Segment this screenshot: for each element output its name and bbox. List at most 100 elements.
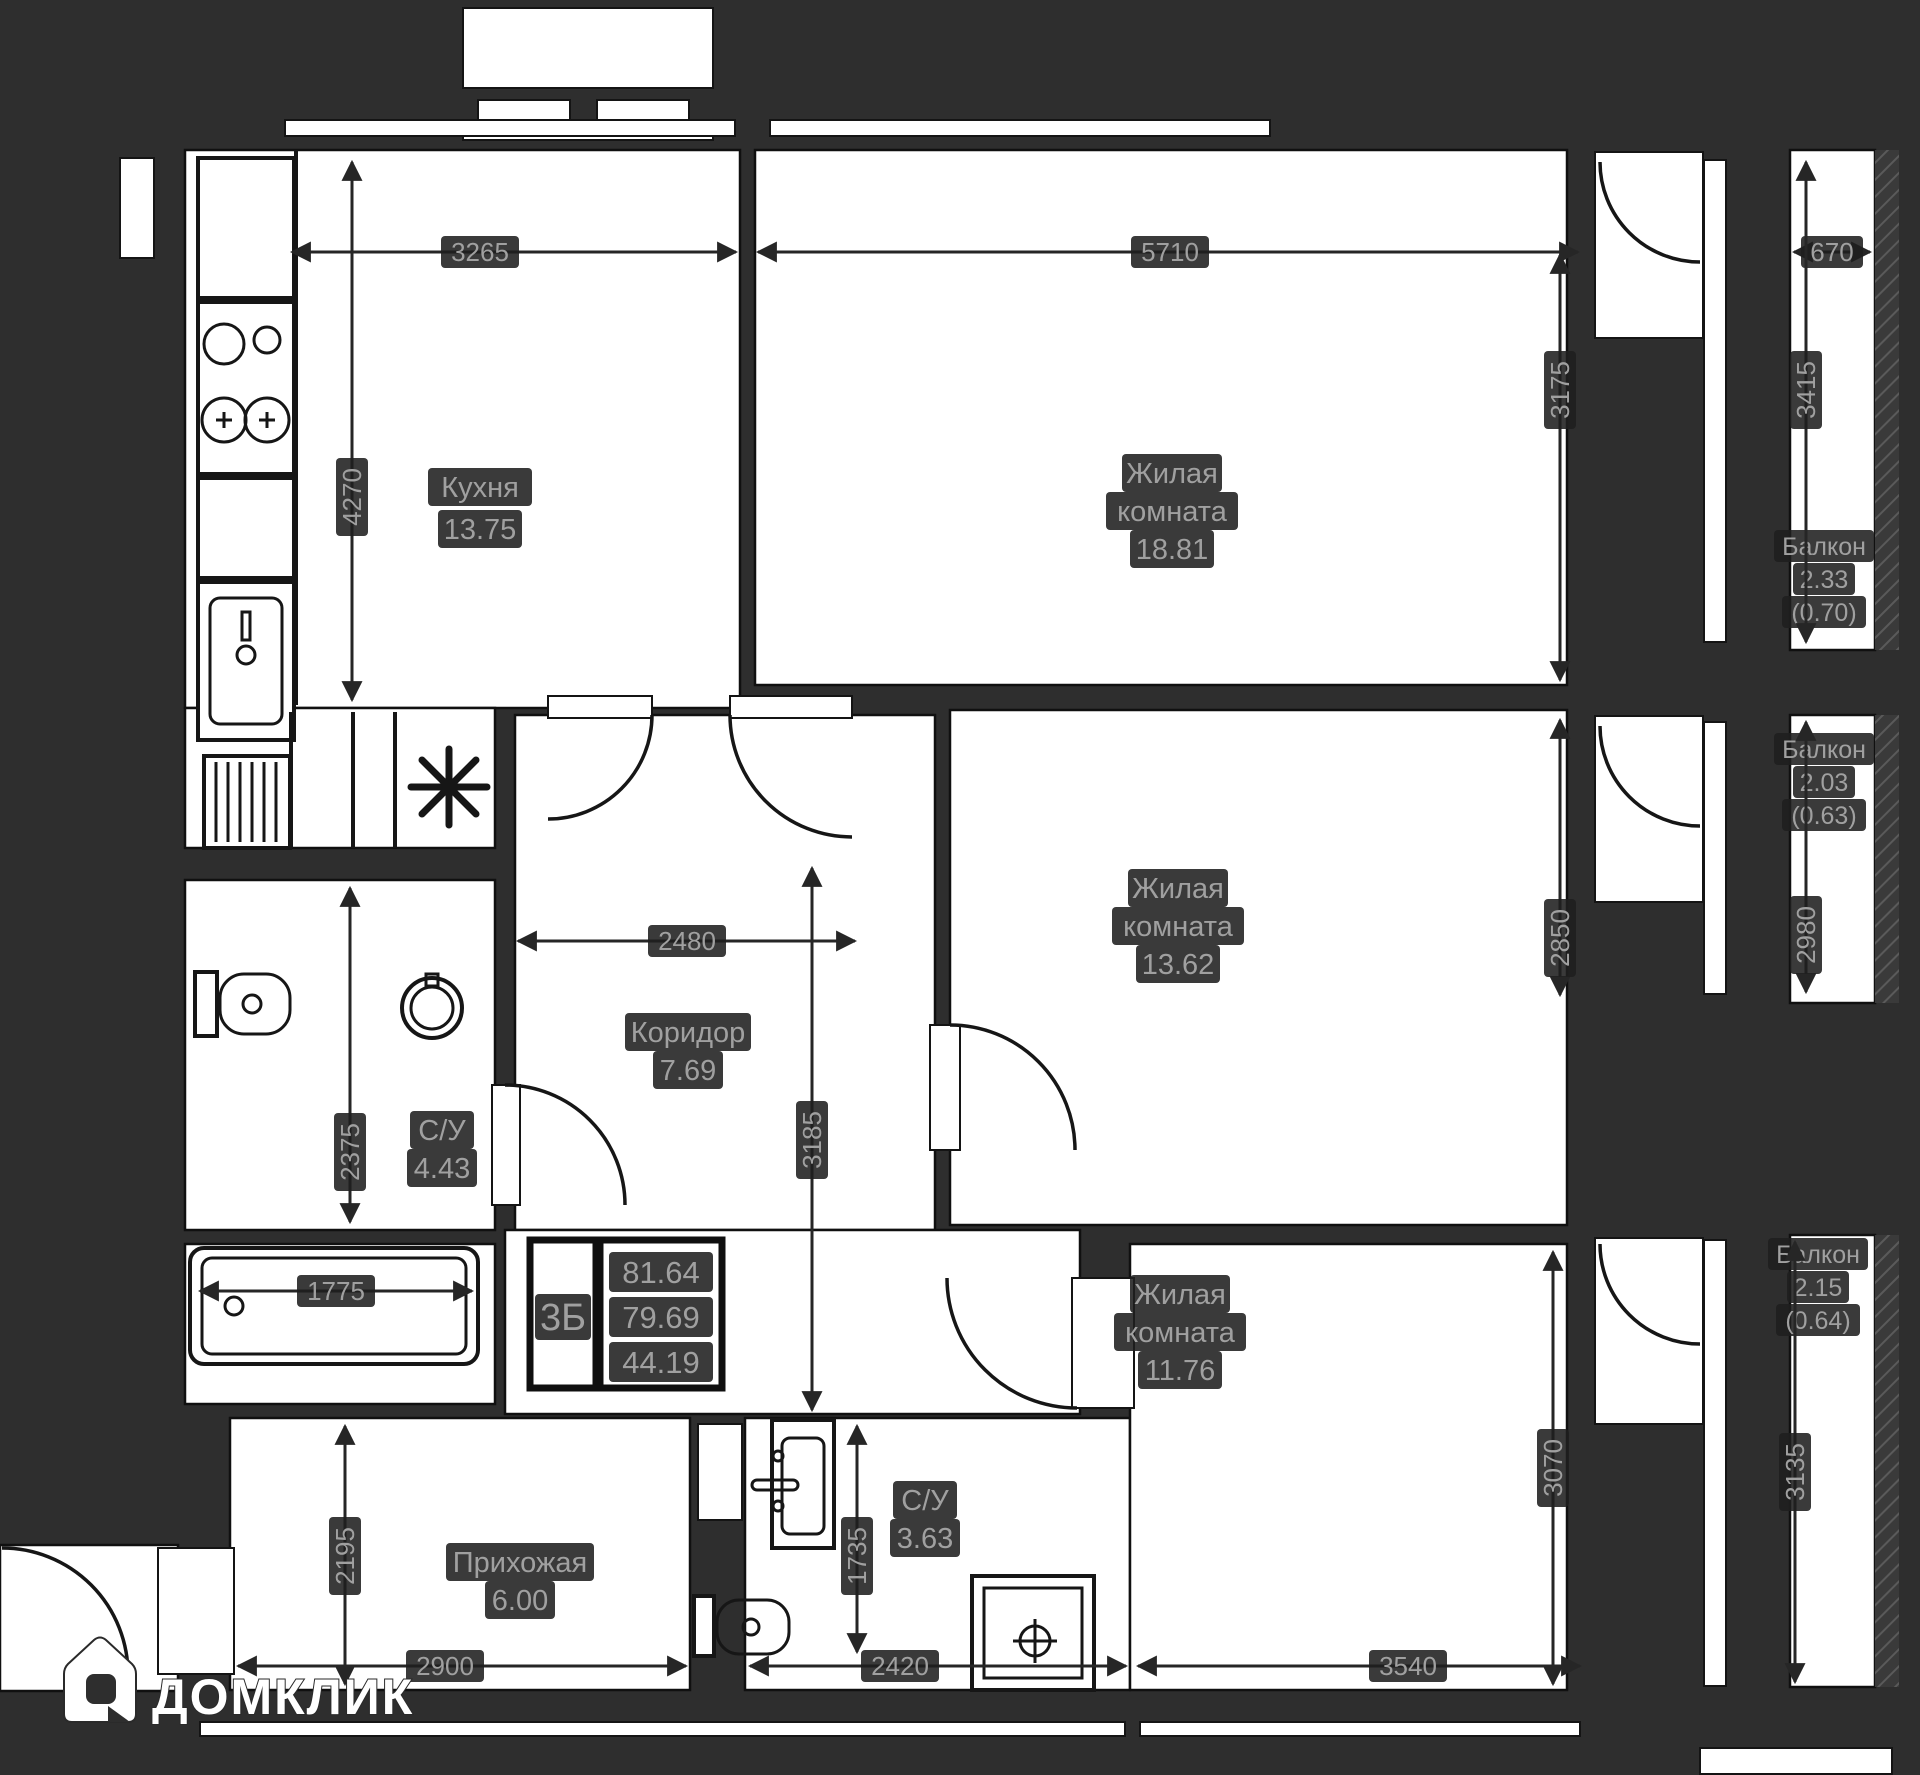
room-living-top-floor bbox=[753, 148, 1569, 687]
door-opening-kitchen bbox=[547, 695, 653, 719]
door-opening-entrance bbox=[157, 1547, 235, 1675]
door-arc bbox=[728, 714, 853, 839]
stamp-value-living: 44.19 bbox=[622, 1345, 700, 1380]
balcony-3-outer-wall bbox=[1875, 1235, 1899, 1687]
utility-cells bbox=[289, 712, 397, 848]
svg-text:3175: 3175 bbox=[1545, 361, 1575, 419]
dimension-2850: 2850 bbox=[1544, 717, 1576, 998]
svg-text:3540: 3540 bbox=[1379, 1651, 1437, 1681]
toilet-icon bbox=[692, 1594, 791, 1658]
door-arc bbox=[1598, 725, 1701, 828]
svg-text:комната: комната bbox=[1125, 1317, 1236, 1349]
door-opening-living-middle bbox=[929, 1024, 961, 1151]
door-arc bbox=[504, 1083, 627, 1206]
svg-text:2375: 2375 bbox=[335, 1123, 365, 1181]
svg-text:Коридор: Коридор bbox=[631, 1017, 746, 1049]
room-label-kitchen: Кухня 13.75 bbox=[428, 468, 532, 548]
door-arc bbox=[949, 1023, 1077, 1151]
svg-text:2420: 2420 bbox=[871, 1651, 929, 1681]
room-label-bathroom-1: С/У 4.43 bbox=[407, 1111, 477, 1187]
stamp-value-area: 79.69 bbox=[622, 1300, 700, 1335]
window-bottom-2 bbox=[1139, 1721, 1581, 1737]
toilet-icon bbox=[193, 970, 292, 1038]
svg-text:13.75: 13.75 bbox=[444, 514, 517, 546]
ventilation-icon bbox=[407, 745, 491, 829]
room-living-middle-floor bbox=[948, 708, 1569, 1227]
domclick-logo-text: ДОМКЛИК bbox=[152, 1669, 414, 1725]
dimension-3415: 3415 bbox=[1790, 159, 1822, 645]
domclick-house-icon bbox=[63, 1636, 137, 1723]
door-opening-living-top bbox=[729, 695, 853, 719]
svg-text:3265: 3265 bbox=[451, 237, 509, 267]
dimension-1775: 1775 bbox=[197, 1275, 475, 1307]
domclick-logo: ДОМКЛИК bbox=[63, 1636, 414, 1726]
wall-niche bbox=[119, 157, 155, 259]
dimension-4270: 4270 bbox=[336, 159, 368, 703]
dimension-2980: 2980 bbox=[1790, 719, 1822, 995]
svg-text:670: 670 bbox=[1810, 237, 1853, 267]
dimension-3135: 3135 bbox=[1779, 1239, 1811, 1685]
dimension-5710: 5710 bbox=[755, 236, 1581, 268]
svg-text:3070: 3070 bbox=[1538, 1439, 1568, 1497]
door-arc bbox=[1598, 1243, 1701, 1346]
shaft-cell bbox=[462, 7, 714, 89]
door-arc bbox=[945, 1277, 1078, 1410]
svg-text:комната: комната bbox=[1123, 911, 1234, 943]
svg-text:С/У: С/У bbox=[418, 1115, 466, 1147]
svg-text:1735: 1735 bbox=[842, 1527, 872, 1585]
dimension-1735: 1735 bbox=[841, 1423, 873, 1655]
svg-text:2.15: 2.15 bbox=[1794, 1274, 1843, 1302]
svg-text:7.69: 7.69 bbox=[660, 1055, 716, 1087]
door-nook-balcony-2 bbox=[1594, 715, 1704, 903]
washbasin-icon bbox=[400, 972, 464, 1040]
svg-text:6.00: 6.00 bbox=[492, 1585, 548, 1617]
svg-text:Прихожая: Прихожая bbox=[453, 1547, 587, 1579]
svg-text:4270: 4270 bbox=[337, 468, 367, 526]
room-label-living-top: Жилая комната 18.81 bbox=[1106, 454, 1238, 568]
svg-text:Жилая: Жилая bbox=[1126, 458, 1218, 490]
svg-text:Балкон: Балкон bbox=[1782, 736, 1866, 764]
dimension-3185: 3185 bbox=[796, 865, 828, 1413]
dimension-2900: 2900 bbox=[235, 1650, 689, 1682]
dimension-3070: 3070 bbox=[1537, 1249, 1569, 1687]
svg-text:Балкон: Балкон bbox=[1776, 1241, 1860, 1269]
apartment-stamp: 3Б 81.64 79.69 44.19 bbox=[526, 1236, 726, 1392]
room-label-hallway: Прихожая 6.00 bbox=[446, 1543, 594, 1619]
svg-text:Кухня: Кухня bbox=[441, 472, 519, 504]
shower-icon bbox=[970, 1574, 1096, 1692]
door-opening-bathroom-2 bbox=[697, 1423, 743, 1521]
window-right-3 bbox=[1703, 1239, 1727, 1687]
stamp-type: 3Б bbox=[540, 1297, 586, 1339]
svg-text:3.63: 3.63 bbox=[897, 1523, 953, 1555]
stove-icon bbox=[196, 300, 296, 476]
svg-text:Жилая: Жилая bbox=[1134, 1279, 1226, 1311]
svg-text:4.43: 4.43 bbox=[414, 1153, 470, 1185]
room-label-corridor: Коридор 7.69 bbox=[625, 1013, 751, 1089]
svg-text:13.62: 13.62 bbox=[1142, 949, 1215, 981]
svg-text:(0.70): (0.70) bbox=[1791, 599, 1856, 627]
washing-machine-icon bbox=[202, 754, 292, 850]
entrance-door-arc bbox=[1, 1546, 130, 1675]
sink-unit-icon bbox=[750, 1418, 836, 1550]
room-label-bathroom-2: С/У 3.63 bbox=[890, 1481, 960, 1557]
window-right-1 bbox=[1703, 159, 1727, 643]
svg-text:5710: 5710 bbox=[1141, 237, 1199, 267]
shaft-slot bbox=[596, 99, 690, 121]
svg-text:2850: 2850 bbox=[1545, 909, 1575, 967]
svg-text:1775: 1775 bbox=[307, 1276, 365, 1306]
corridor-floor bbox=[513, 713, 937, 1232]
svg-text:комната: комната bbox=[1117, 496, 1228, 528]
balcony-2-outer-wall bbox=[1875, 715, 1899, 1003]
svg-text:2480: 2480 bbox=[658, 926, 716, 956]
room-label-living-bottom: Жилая комната 11.76 bbox=[1114, 1275, 1246, 1389]
svg-text:Балкон: Балкон bbox=[1782, 533, 1866, 561]
dimension-3540: 3540 bbox=[1135, 1650, 1583, 1682]
svg-text:(0.63): (0.63) bbox=[1791, 802, 1856, 830]
svg-text:2195: 2195 bbox=[330, 1527, 360, 1585]
svg-text:2900: 2900 bbox=[416, 1651, 474, 1681]
dimension-2480: 2480 bbox=[515, 925, 858, 957]
svg-text:Жилая: Жилая bbox=[1132, 873, 1224, 905]
room-label-living-middle: Жилая комната 13.62 bbox=[1112, 869, 1244, 983]
